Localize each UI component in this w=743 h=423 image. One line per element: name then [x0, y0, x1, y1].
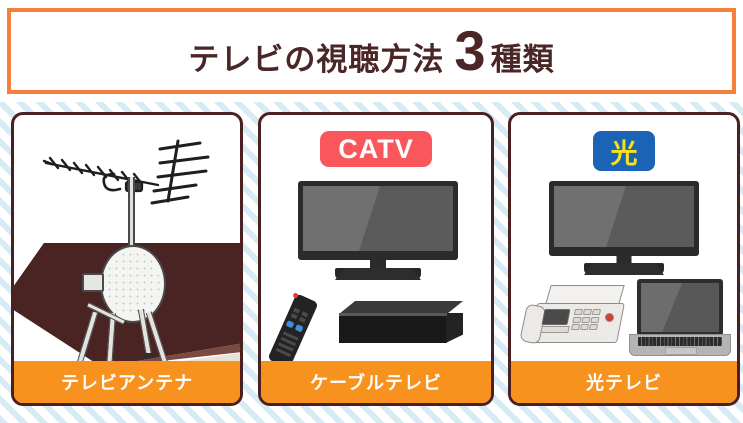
laptop-lid: [637, 279, 723, 336]
dish-lnb: [82, 273, 104, 292]
title-text-suffix: 種類: [490, 42, 555, 77]
satellite-dish-icon: [100, 245, 166, 323]
dish-foot: [142, 353, 153, 358]
tv-neck: [616, 255, 632, 264]
stb-side-face: [445, 313, 463, 343]
fax-record-button: [605, 313, 614, 322]
stb-top-face: [339, 301, 463, 314]
television-icon: [298, 181, 458, 280]
laptop-screen: [641, 283, 719, 332]
card-label-hikari-tv: 光テレビ: [511, 361, 737, 403]
tv-remote-icon: [267, 292, 319, 361]
remote-button: [293, 307, 301, 314]
yagi-antenna-icon: [42, 139, 210, 205]
remote-button-blue: [285, 320, 295, 329]
card-label-tv-antenna: テレビアンテナ: [14, 361, 240, 403]
fax-machine-icon: [519, 285, 625, 347]
remote-button: [298, 316, 306, 323]
card-cable-tv[interactable]: CATV: [258, 112, 494, 406]
page-title: テレビの視聴方法 3 種類: [188, 23, 554, 79]
title-text-primary: テレビの視聴方法: [188, 42, 445, 77]
card-tv-antenna[interactable]: テレビアンテナ: [11, 112, 243, 406]
laptop-keyboard: [638, 337, 722, 346]
tv-stand: [584, 263, 664, 275]
remote-button: [290, 313, 298, 320]
fax-keypad: [570, 309, 602, 330]
tv-screen: [303, 186, 453, 251]
card-hikari-tv[interactable]: 光: [508, 112, 740, 406]
tv-bezel: [298, 181, 458, 260]
card-tv-antenna-illustration: [14, 115, 240, 361]
tv-stand: [335, 268, 421, 280]
tv-screen: [554, 186, 694, 247]
fax-function-buttons: [540, 326, 570, 333]
antenna-mast: [128, 177, 135, 255]
title-number: 3: [454, 19, 487, 82]
badge-hikari: 光: [593, 131, 655, 171]
remote-power-button: [292, 292, 299, 299]
dish-texture: [106, 251, 160, 317]
card-cable-tv-illustration: CATV: [261, 115, 491, 361]
laptop-trackpad: [665, 347, 697, 355]
remote-button: [301, 311, 309, 318]
card-label-cable-tv: ケーブルテレビ: [261, 361, 491, 403]
remote-button-blue: [294, 324, 304, 333]
header-banner: テレビの視聴方法 3 種類: [7, 8, 736, 94]
stb-front-face: [339, 313, 447, 343]
laptop-icon: [629, 279, 733, 359]
set-top-box-icon: [339, 301, 463, 347]
tv-neck: [370, 259, 386, 269]
badge-catv: CATV: [320, 131, 432, 167]
stb-accent-strip: [339, 313, 447, 316]
fax-display: [541, 309, 571, 325]
television-icon: [549, 181, 699, 275]
card-hikari-tv-illustration: 光: [511, 115, 737, 361]
tv-bezel: [549, 181, 699, 256]
